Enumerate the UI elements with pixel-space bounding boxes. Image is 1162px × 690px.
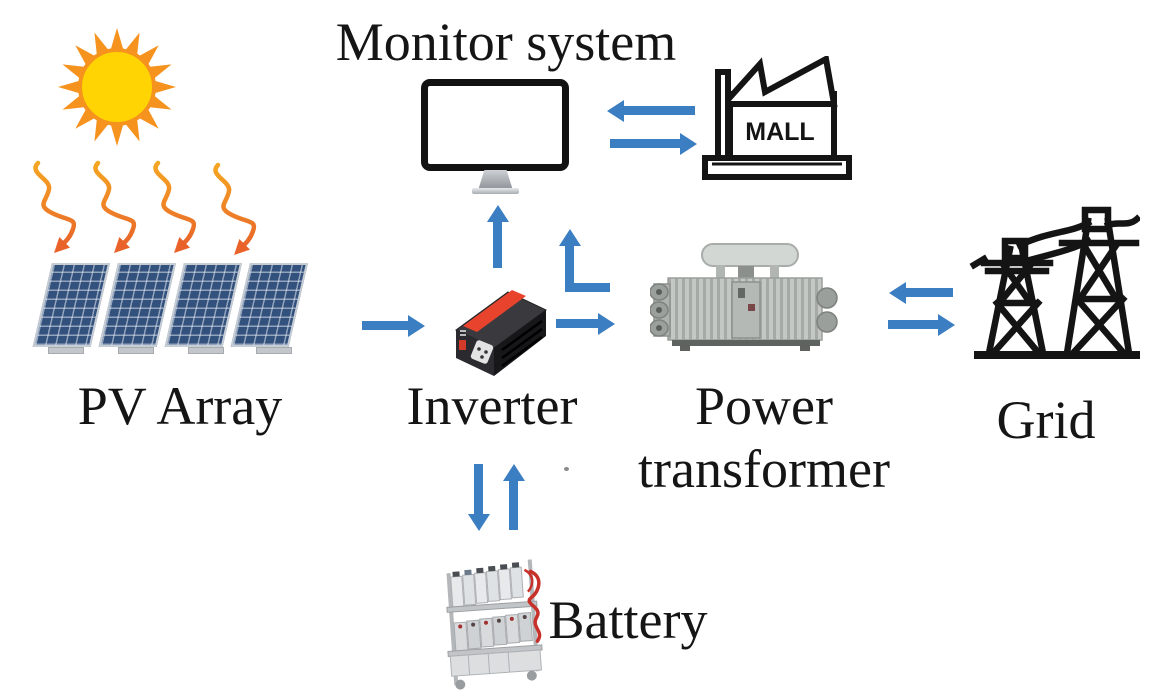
pv-array-foot bbox=[118, 347, 154, 354]
pv-panel bbox=[98, 263, 176, 347]
battery-label: Battery bbox=[548, 590, 708, 650]
pv-panel bbox=[32, 263, 110, 347]
stray-dot bbox=[564, 467, 569, 471]
irradiance-arrows-icon bbox=[24, 156, 284, 262]
sun-icon bbox=[58, 28, 176, 146]
battery-icon bbox=[446, 559, 543, 690]
monitor-icon bbox=[421, 79, 569, 171]
grid-towers-icon bbox=[969, 206, 1140, 359]
monitor-base bbox=[472, 188, 519, 194]
transformer-label-line2: transformer bbox=[638, 439, 890, 499]
pv-panel bbox=[230, 263, 308, 347]
pv-array-foot bbox=[48, 347, 84, 354]
pv-array-label: PV Array bbox=[77, 376, 283, 436]
pv-array-foot bbox=[188, 347, 224, 354]
mall-icon: MALL bbox=[702, 56, 852, 180]
pv-panel bbox=[164, 263, 242, 347]
pv-array-icon bbox=[32, 263, 308, 347]
transformer-icon bbox=[650, 243, 838, 351]
inverter-icon bbox=[455, 290, 547, 376]
monitor-stand bbox=[478, 170, 513, 189]
inverter-label: Inverter bbox=[406, 376, 578, 436]
transformer-label-line1: Power bbox=[695, 376, 833, 436]
monitor-system-label: Monitor system bbox=[335, 12, 677, 72]
pv-array-foot bbox=[256, 347, 292, 354]
mall-sign-text: MALL bbox=[745, 118, 814, 146]
grid-label: Grid bbox=[996, 390, 1096, 450]
